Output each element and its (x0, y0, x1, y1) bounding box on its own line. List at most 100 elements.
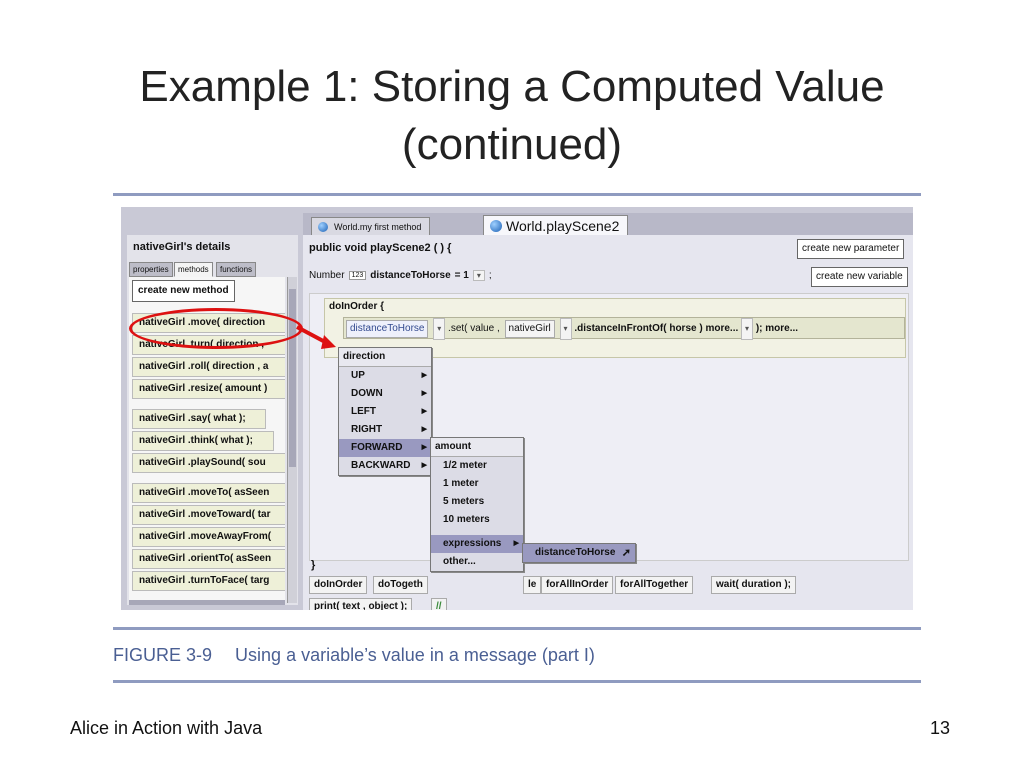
figure-number: FIGURE 3-9 (113, 645, 213, 665)
more-button-2[interactable]: ); more... (755, 323, 799, 334)
doinorder-tile[interactable]: doInOrder (309, 576, 368, 594)
tab-my-first-method-label: World.my first method (334, 222, 422, 232)
more-button-1[interactable]: ) more... (699, 323, 739, 334)
chevron-right-icon: ▶ (421, 408, 427, 415)
slide-title-line2: (continued) (401, 120, 623, 169)
slide-title: Example 1: Storing a Computed Value (con… (0, 58, 1024, 174)
menu-item-forward[interactable]: FORWARD▶ (339, 439, 431, 457)
chevron-down-icon[interactable]: ▾ (559, 318, 572, 340)
create-new-variable-button[interactable]: create new variable (811, 267, 908, 287)
method-list-hscrollbar[interactable] (129, 600, 285, 605)
set-target-tile[interactable]: distanceToHorse (346, 320, 429, 338)
chevron-right-icon: ▶ (421, 390, 427, 397)
amount-menu: amount 1/2 meter 1 meter 5 meters 10 met… (430, 437, 524, 572)
create-new-parameter-button[interactable]: create new parameter (797, 239, 905, 259)
tab-methods[interactable]: methods (174, 262, 213, 277)
menu-item-down[interactable]: DOWN ▶ (339, 385, 431, 403)
tab-functions[interactable]: functions (216, 262, 257, 277)
method-playsound[interactable]: nativeGirl .playSound( sou (132, 453, 285, 473)
menu-item-down-label: DOWN (351, 388, 383, 399)
figure: nativeGirl's details properties methods … (113, 193, 921, 683)
figure-mid-rule (113, 627, 921, 630)
chevron-right-icon: ▶ (421, 426, 427, 433)
variable-type: Number (309, 270, 345, 281)
doinorder-block[interactable]: doInOrder { distanceToHorse ▾ .set( valu… (324, 298, 906, 358)
forallinorder-tile[interactable]: forAllInOrder (541, 576, 614, 594)
alice-screenshot: nativeGirl's details properties methods … (121, 207, 913, 610)
menu-item-backward[interactable]: BACKWARD ▶ (339, 457, 431, 475)
figure-bottom-rule (113, 680, 921, 683)
method-say[interactable]: nativeGirl .say( what ); (132, 409, 266, 429)
menu-item-1-meter[interactable]: 1 meter (443, 478, 479, 489)
slide-title-line1: Example 1: Storing a Computed Value (139, 62, 885, 111)
method-moveto[interactable]: nativeGirl .moveTo( asSeen (132, 483, 285, 503)
tab-playscene2[interactable]: World.playScene2 (483, 215, 629, 236)
figure-caption: FIGURE 3-9 Using a variable’s value in a… (113, 645, 595, 666)
editor-tab-bar: World.my first method World.playScene2 (303, 213, 913, 236)
direction-menu: direction UP ▶ DOWN ▶ LEFT ▶ RIGHT ▶ FORWARD… (338, 347, 432, 476)
details-title: nativeGirl's details (133, 241, 231, 253)
method-resize[interactable]: nativeGirl .resize( amount ) (132, 379, 285, 399)
menu-item-other[interactable]: other... (443, 556, 476, 567)
chevron-down-icon[interactable]: ▾ (741, 318, 754, 340)
menu-item-left-label: LEFT (351, 406, 376, 417)
chevron-down-icon[interactable]: ▾ (433, 318, 446, 340)
method-movetoward[interactable]: nativeGirl .moveToward( tar (132, 505, 285, 525)
menu-item-left[interactable]: LEFT ▶ (339, 403, 431, 421)
menu-item-half-meter[interactable]: 1/2 meter (443, 460, 487, 471)
variable-semicolon: ; (488, 270, 492, 281)
menu-item-up-label: UP (351, 370, 365, 381)
variable-name[interactable]: distanceToHorse (370, 270, 451, 281)
menu-item-backward-label: BACKWARD (351, 460, 411, 471)
doinorder-label: doInOrder { (329, 301, 385, 312)
set-method-label: .set( value , (448, 323, 500, 334)
create-new-method-button[interactable]: create new method (132, 280, 235, 302)
tab-playscene2-label: World.playScene2 (506, 218, 620, 234)
number-type-icon: 123 (348, 271, 367, 280)
set-statement[interactable]: distanceToHorse ▾ .set( value , nativeGi… (343, 317, 905, 340)
amount-menu-header: amount (431, 438, 523, 457)
menu-item-5-meters[interactable]: 5 meters (443, 496, 485, 507)
menu-item-10-meters[interactable]: 10 meters (443, 514, 490, 525)
method-list-scrollbar[interactable] (287, 277, 297, 603)
print-tile[interactable]: print( text , object ); (309, 598, 413, 610)
variable-initial-value[interactable]: = 1 (454, 270, 469, 281)
code-area[interactable]: doInOrder { distanceToHorse ▾ .set( valu… (309, 293, 909, 561)
menu-item-forward-label: FORWARD (351, 442, 403, 453)
menu-item-expressions[interactable]: expressions ▶ (431, 535, 523, 553)
method-think[interactable]: nativeGirl .think( what ); (132, 431, 274, 451)
comment-tile[interactable]: // (431, 598, 447, 610)
foralltogether-tile[interactable]: forAllTogether (615, 576, 694, 594)
method-signature: public void playScene2 ( ) { (309, 242, 452, 254)
globe-icon (318, 222, 328, 232)
cursor-icon: ➚ (621, 547, 631, 559)
tab-my-first-method[interactable]: World.my first method (311, 217, 431, 236)
menu-item-distancetohorse[interactable]: distanceToHorse ➚ (523, 544, 635, 562)
direction-menu-header: direction (339, 348, 431, 367)
chevron-right-icon: ▶ (513, 540, 519, 547)
wait-tile[interactable]: wait( duration ); (711, 576, 796, 594)
method-roll[interactable]: nativeGirl .roll( direction , a (132, 357, 285, 377)
while-tile[interactable]: le (523, 576, 542, 594)
function-label[interactable]: .distanceInFrontOf( horse (574, 323, 697, 334)
tab-properties[interactable]: properties (129, 262, 173, 277)
chevron-down-icon[interactable]: ▾ (472, 270, 485, 281)
method-end-brace: } (311, 559, 316, 571)
method-moveawayfrom[interactable]: nativeGirl .moveAwayFrom( (132, 527, 285, 547)
dotogether-tile[interactable]: doTogeth (373, 576, 428, 594)
menu-item-distancetohorse-label: distanceToHorse (535, 547, 616, 558)
scrollbar-thumb[interactable] (289, 289, 296, 467)
method-orientto[interactable]: nativeGirl .orientTo( asSeen (132, 549, 285, 569)
globe-icon (490, 220, 502, 232)
object-tile[interactable]: nativeGirl (504, 320, 555, 338)
menu-item-right-label: RIGHT (351, 424, 383, 435)
variable-declaration: Number 123 distanceToHorse = 1 ▾ ; (309, 270, 492, 281)
footer-text: Alice in Action with Java (70, 718, 263, 738)
menu-item-right[interactable]: RIGHT ▶ (339, 421, 431, 439)
figure-top-rule (113, 193, 921, 196)
chevron-right-icon: ▶ (421, 372, 427, 379)
menu-item-expressions-label: expressions (443, 538, 502, 549)
chevron-right-icon: ▶ (421, 462, 427, 469)
menu-item-up[interactable]: UP ▶ (339, 367, 431, 385)
method-turntoface[interactable]: nativeGirl .turnToFace( targ (132, 571, 285, 591)
